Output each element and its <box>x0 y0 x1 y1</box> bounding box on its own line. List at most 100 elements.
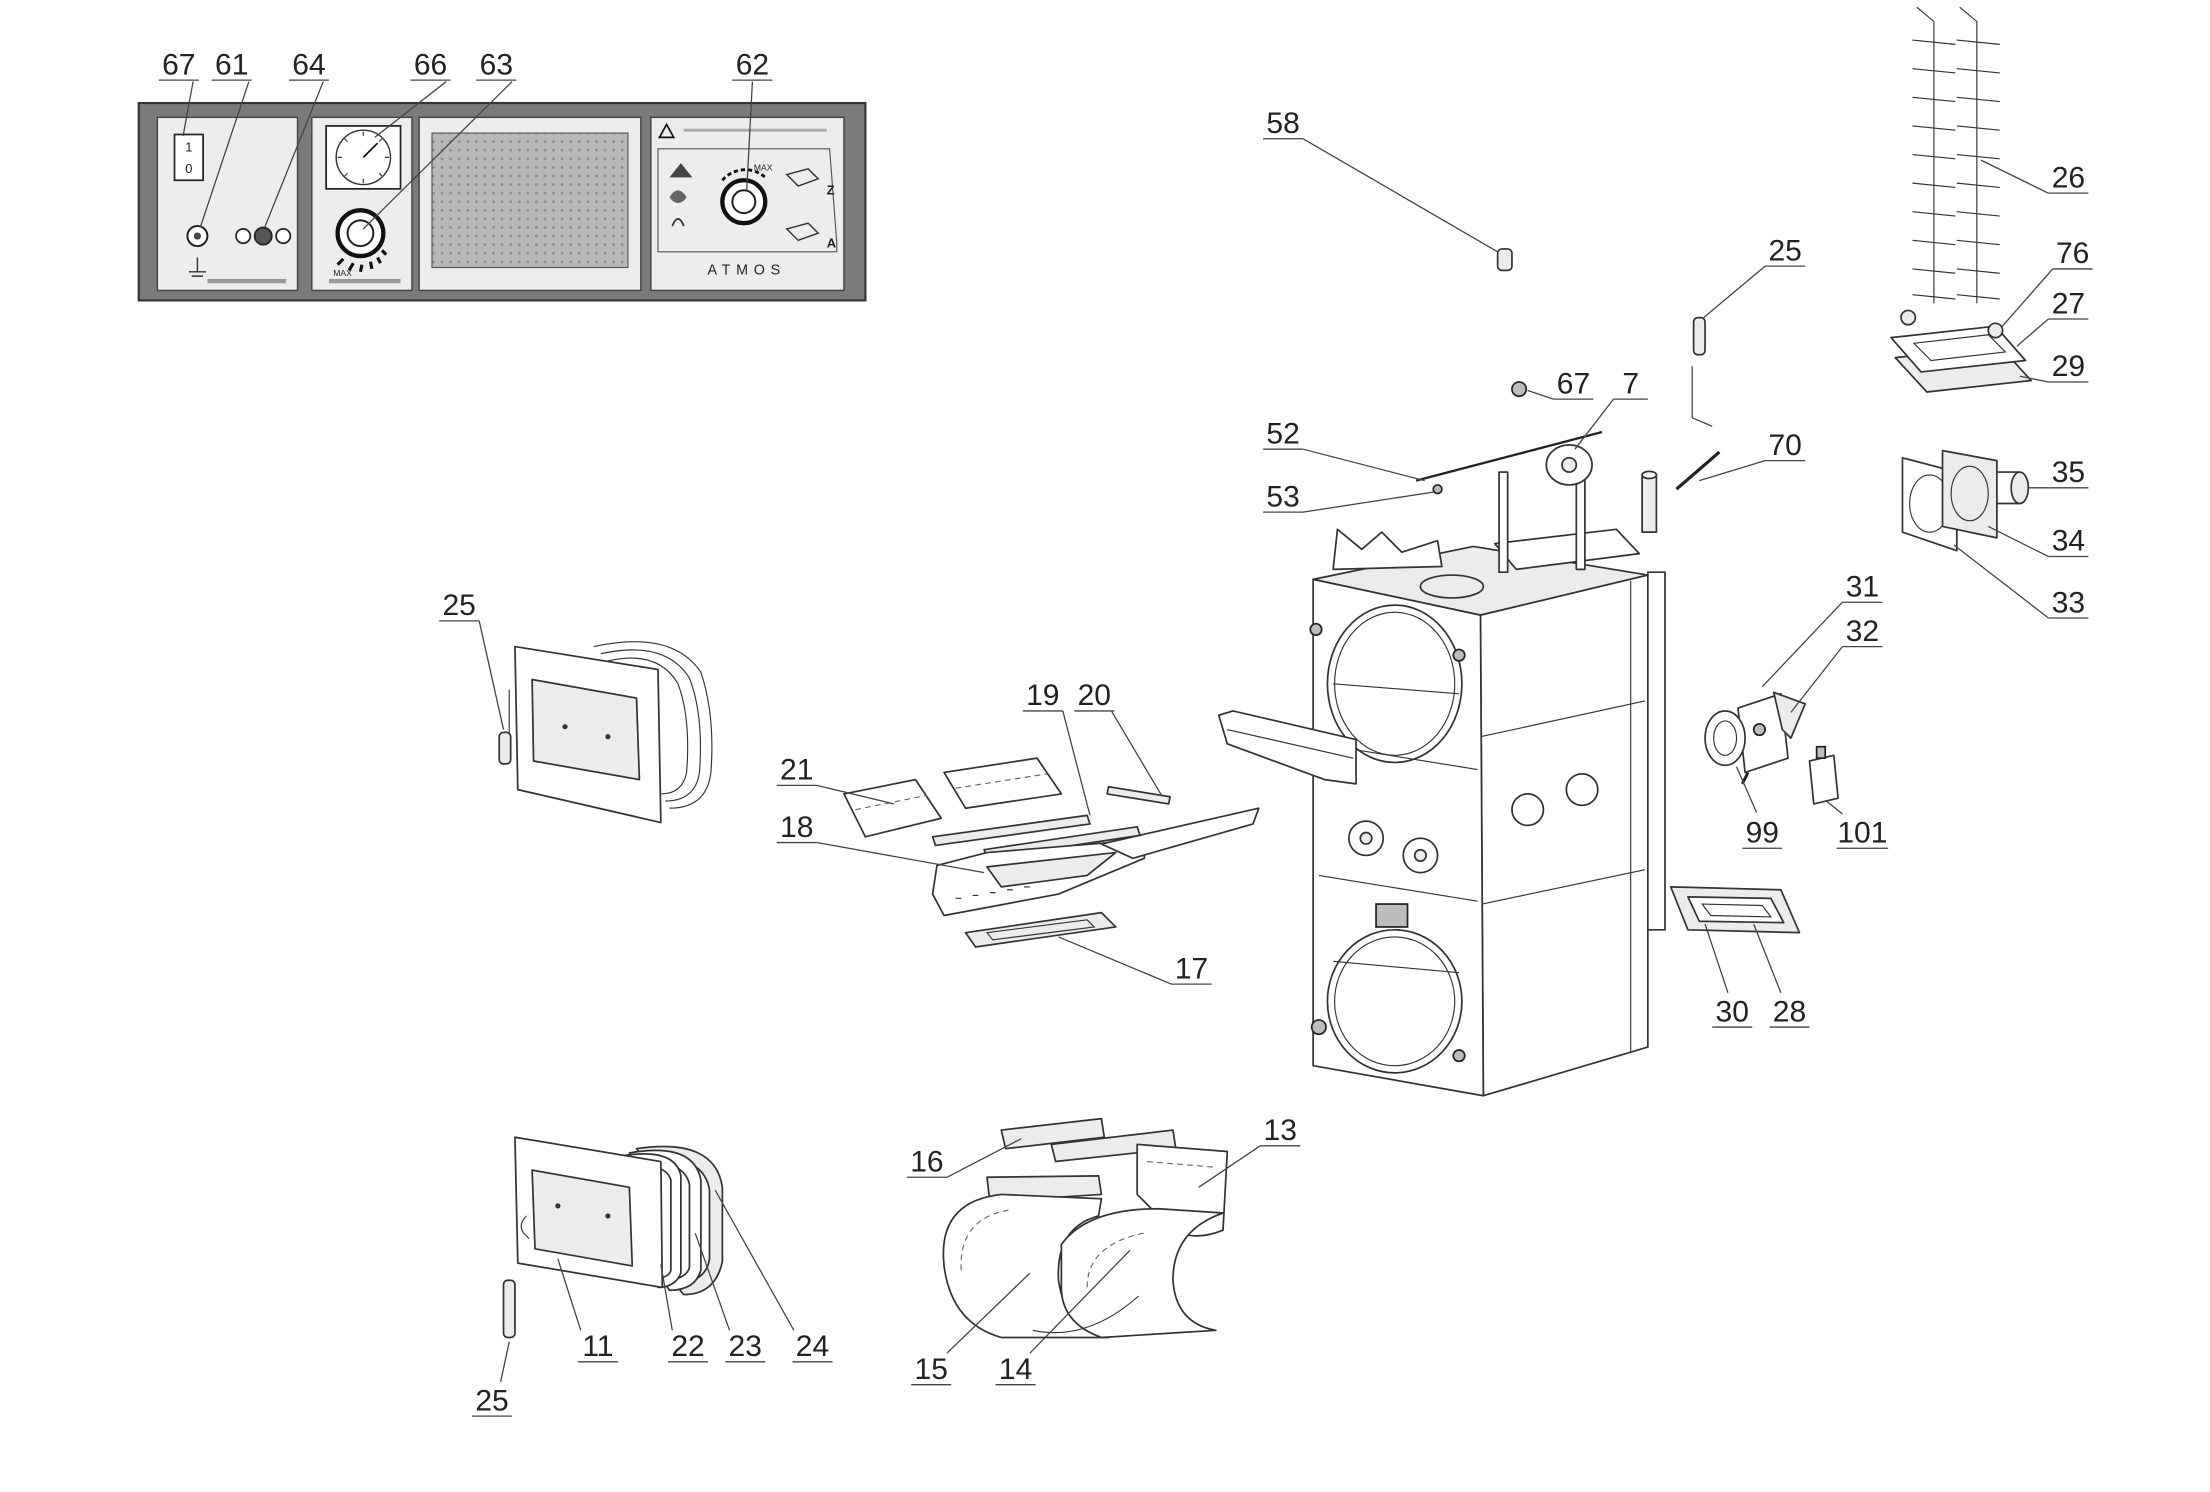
leader-line <box>199 81 250 228</box>
leader-line <box>1058 936 1172 985</box>
damper-ring-99 <box>1704 710 1746 767</box>
lower-door-rivet-left <box>555 1203 561 1209</box>
side-port-right <box>1565 773 1599 807</box>
callout-13: 13 <box>1198 1114 1301 1188</box>
refractory-shell-14-seam <box>1086 1232 1145 1288</box>
callout-label: 23 <box>729 1330 762 1363</box>
hinge-bolt-top-left <box>1309 622 1323 637</box>
leader-line <box>362 81 513 230</box>
front-band-divider-lower <box>1318 874 1478 902</box>
upper-door-opening-outer <box>1326 604 1463 764</box>
callout-58: 58 <box>1263 107 1498 253</box>
leader-line <box>1699 460 1766 482</box>
nut-67-top <box>1511 381 1528 398</box>
lower-door-rivet-right <box>605 1213 611 1219</box>
callout-label: 24 <box>796 1330 829 1363</box>
callout-34: 34 <box>1987 525 2089 558</box>
turbulator-rod-left <box>1916 6 1935 304</box>
callout-label: 63 <box>480 48 513 81</box>
mode-a-label: A <box>827 235 836 250</box>
lower-door-window <box>531 1169 634 1267</box>
callout-label: 28 <box>1773 995 1806 1028</box>
callout-30: 30 <box>1704 923 1753 1028</box>
callout-label: 53 <box>1266 480 1299 513</box>
callout-label: 11 <box>582 1330 613 1363</box>
leader-line <box>1574 398 1615 450</box>
leader-line <box>1110 710 1163 796</box>
leader-line <box>1062 710 1091 816</box>
fuse-knob-center <box>193 232 201 240</box>
top-flue-opening <box>1419 574 1485 599</box>
air-damper-assembly <box>1704 691 1807 785</box>
upper-door-rivet-right <box>605 734 611 740</box>
leader-line <box>1198 1145 1261 1188</box>
grate-trough-18-vents <box>955 886 1030 899</box>
callout-label: 13 <box>1264 1114 1297 1147</box>
callout-label: 22 <box>671 1330 704 1363</box>
grate-rod-20 <box>1106 785 1171 805</box>
refractory-plate-21-left <box>843 778 943 838</box>
callout-70: 70 <box>1699 429 1806 482</box>
callout-20: 20 <box>1074 679 1163 796</box>
grate-plate-17-slot <box>985 919 1096 941</box>
flame-icon <box>671 218 685 227</box>
upper-door-gasket-ring-outer <box>593 641 713 809</box>
callout-67-panel: 67 <box>158 48 199 137</box>
callout-99: 99 <box>1735 766 1783 850</box>
callout-101: 101 <box>1826 800 1889 850</box>
callout-52: 52 <box>1263 417 1425 482</box>
front-lever-rail-edge <box>1227 728 1354 759</box>
callout-18: 18 <box>776 811 985 874</box>
mode-diagram-outline <box>657 148 838 253</box>
switch-on-label: 1 <box>185 140 192 155</box>
hinge-bolt-bottom-left <box>1310 1019 1327 1036</box>
grate-assembly <box>843 757 1260 948</box>
indicator-knob-middle <box>253 226 273 246</box>
boiler-right-side-face <box>1479 574 1649 1097</box>
leader-line <box>660 1264 673 1331</box>
top-pipe-left <box>1498 471 1509 574</box>
callout-label: 7 <box>1622 367 1639 400</box>
turbulator-rungs <box>1912 39 2000 300</box>
flue-thermostat-scale <box>721 168 767 182</box>
callout-35: 35 <box>2028 456 2089 489</box>
main-switch <box>173 133 204 182</box>
lower-door-opening-outer <box>1326 928 1463 1074</box>
callout-label: 64 <box>292 48 325 81</box>
leader-line <box>1953 544 2049 619</box>
leader-line <box>1303 491 1434 513</box>
air-inlet-left-hub <box>1359 831 1373 845</box>
leader-line <box>1826 800 1843 815</box>
gasket-window <box>1701 903 1773 918</box>
inspection-window <box>1375 903 1409 928</box>
limit-switch-tab <box>1815 745 1827 760</box>
inspection-gasket-assembly <box>1669 886 1801 934</box>
leader-line <box>1527 389 1554 400</box>
boiler-body <box>1217 430 1666 1097</box>
callout-32: 32 <box>1790 615 1883 713</box>
leader-line <box>1302 138 1498 253</box>
callout-25-top: 25 <box>1703 234 1806 319</box>
grate-trough-18-slot <box>986 851 1117 888</box>
indicator-knob-right <box>275 228 292 245</box>
callout-25-lower-pin: 25 <box>472 1341 513 1417</box>
refractory-bar-16-left <box>1000 1117 1106 1150</box>
leader-line <box>2019 375 2049 383</box>
lower-door-assembly <box>502 1136 724 1339</box>
side-band-divider-lower <box>1481 869 1646 905</box>
flue-thermostat-dial-inner <box>731 189 757 215</box>
callout-27: 27 <box>2016 287 2089 347</box>
cleaning-cover-assembly <box>1890 309 2033 393</box>
callout-label: 67 <box>1557 367 1590 400</box>
lower-door-handle <box>520 1215 530 1240</box>
refractory-flap-13-edge <box>1147 1160 1216 1168</box>
callout-25-upper-door: 25 <box>439 589 505 730</box>
callout-33: 33 <box>1953 544 2089 619</box>
callout-53: 53 <box>1263 480 1434 513</box>
pin-25-top <box>1692 316 1706 356</box>
callout-label: 25 <box>475 1384 508 1417</box>
callout-label: 29 <box>2052 350 2085 383</box>
boiler-thermostat-scale <box>336 249 388 273</box>
gasket-frame-28 <box>1687 896 1785 924</box>
callout-26: 26 <box>1980 159 2089 194</box>
